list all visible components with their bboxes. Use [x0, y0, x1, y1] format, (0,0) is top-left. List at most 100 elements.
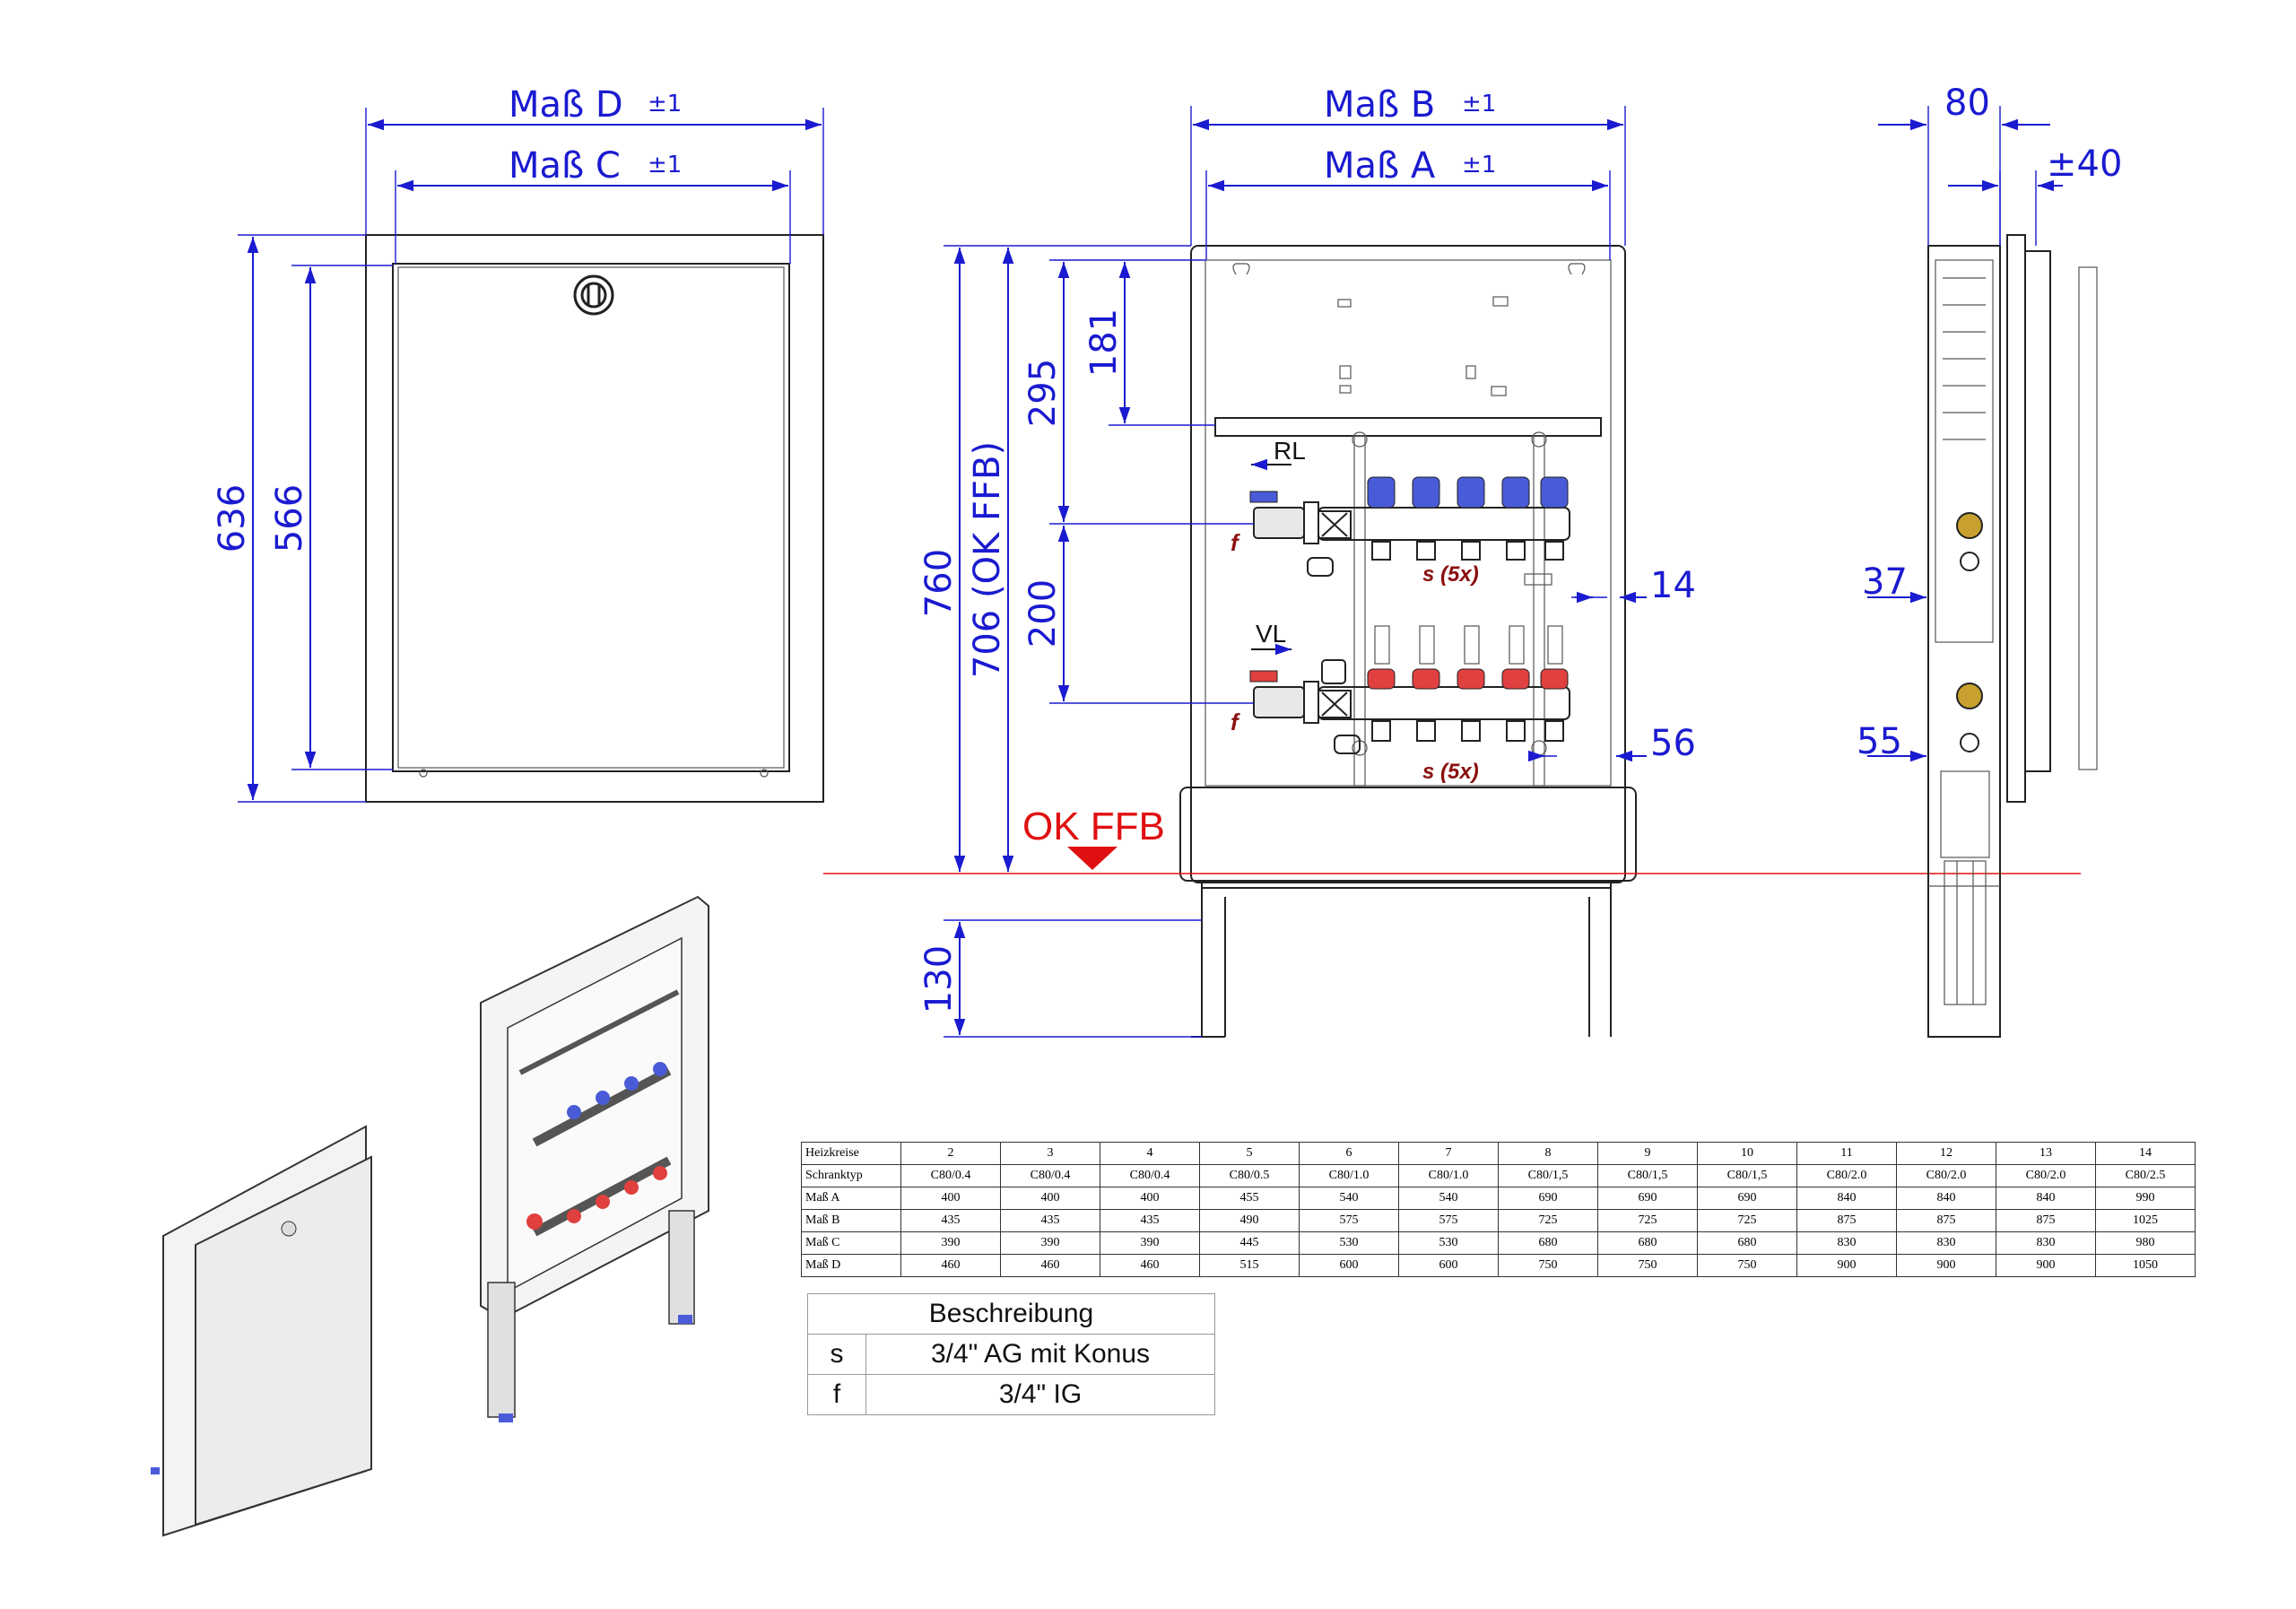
description-table: Beschreibung s 3/4" AG mit Konus f 3/4" …: [807, 1293, 1215, 1415]
table-cell: 725: [1498, 1209, 1598, 1232]
table-cell: 530: [1398, 1231, 1499, 1255]
table-row: s 3/4" AG mit Konus: [807, 1334, 1215, 1375]
table-cell: 680: [1597, 1231, 1698, 1255]
table-cell: 460: [1100, 1254, 1200, 1277]
table-row: Maß B 435 435 435 490 575 575 725 725 72…: [801, 1209, 2196, 1232]
table-cell: 7: [1398, 1142, 1499, 1165]
table-cell: 840: [1996, 1187, 2096, 1210]
table-cell: 435: [1100, 1209, 1200, 1232]
table-cell: 750: [1697, 1254, 1797, 1277]
dim-a-label: Maß A: [1324, 145, 1436, 187]
side-view: [1867, 106, 2098, 1038]
table-cell: 9: [1597, 1142, 1698, 1165]
dim-40: ±40: [2047, 144, 2122, 185]
table-cell: C80/0.5: [1199, 1164, 1300, 1187]
table-cell: C80/1,5: [1498, 1164, 1598, 1187]
dim-80: 80: [1944, 83, 1990, 124]
dim-200: 200: [1022, 579, 1064, 648]
table-row: Maß C 390 390 390 445 530 530 680 680 68…: [801, 1231, 2196, 1255]
return-valves: [1367, 476, 1569, 561]
dim-a-tolerance: ±1: [1462, 152, 1496, 178]
table-cell: C80/2.0: [1996, 1164, 2096, 1187]
description-value: 3/4" AG mit Konus: [865, 1334, 1215, 1375]
table-cell: 11: [1796, 1142, 1897, 1165]
table-cell: C80/0.4: [900, 1164, 1001, 1187]
table-cell: 725: [1697, 1209, 1797, 1232]
table-cell: 445: [1199, 1231, 1300, 1255]
table-cell: 390: [900, 1231, 1001, 1255]
table-cell: C80/2.0: [1896, 1164, 1996, 1187]
table-cell: 1025: [2095, 1209, 2196, 1232]
dim-14: 14: [1650, 565, 1696, 606]
table-cell: 840: [1896, 1187, 1996, 1210]
table-cell: 690: [1697, 1187, 1797, 1210]
table-row: Schranktyp C80/0.4 C80/0.4 C80/0.4 C80/0…: [801, 1164, 2196, 1187]
table-cell: C80/1,5: [1597, 1164, 1698, 1187]
dim-55: 55: [1857, 721, 1902, 762]
f-label-supply: f: [1231, 709, 1240, 735]
spec-table: Heizkreise 2 3 4 5 6 7 8 9 10 11 12 13 1…: [801, 1142, 2196, 1277]
table-cell: 400: [900, 1187, 1001, 1210]
table-cell: 460: [900, 1254, 1001, 1277]
table-cell: 540: [1299, 1187, 1399, 1210]
table-cell: 575: [1299, 1209, 1399, 1232]
table-cell: 875: [1996, 1209, 2096, 1232]
s-label-supply: s (5x): [1422, 760, 1479, 784]
table-cell: 2: [900, 1142, 1001, 1165]
description-title: Beschreibung: [807, 1293, 1215, 1335]
table-cell: 690: [1597, 1187, 1698, 1210]
rl-label: RL: [1274, 437, 1306, 465]
middle-view: [823, 106, 2081, 1038]
table-cell: 690: [1498, 1187, 1598, 1210]
dim-130: 130: [918, 945, 960, 1013]
table-cell: 490: [1199, 1209, 1300, 1232]
table-cell: 530: [1299, 1231, 1399, 1255]
table-cell: 725: [1597, 1209, 1698, 1232]
table-cell: 680: [1498, 1231, 1598, 1255]
ok-ffb-label: OK FFB: [1022, 804, 1165, 848]
table-cell: 540: [1398, 1187, 1499, 1210]
table-cell: 750: [1498, 1254, 1598, 1277]
table-row: Maß D 460 460 460 515 600 600 750 750 75…: [801, 1254, 2196, 1277]
table-cell: 840: [1796, 1187, 1897, 1210]
table-cell: 3: [1000, 1142, 1100, 1165]
table-cell: 6: [1299, 1142, 1399, 1165]
table-cell: 12: [1896, 1142, 1996, 1165]
table-cell: 750: [1597, 1254, 1698, 1277]
table-cell: 900: [1996, 1254, 2096, 1277]
table-cell: 455: [1199, 1187, 1300, 1210]
table-cell: Schranktyp: [801, 1164, 901, 1187]
dim-181: 181: [1083, 309, 1125, 377]
table-row: Maß A 400 400 400 455 540 540 690 690 69…: [801, 1187, 2196, 1210]
dim-b-label: Maß B: [1324, 84, 1435, 126]
table-cell: C80/0.4: [1000, 1164, 1100, 1187]
table-cell: 435: [900, 1209, 1001, 1232]
table-cell: 4: [1100, 1142, 1200, 1165]
table-cell: 5: [1199, 1142, 1300, 1165]
dim-706-ok-ffb: 706 (OK FFB): [967, 441, 1008, 678]
dim-b-tolerance: ±1: [1462, 91, 1496, 117]
s-label-return: s (5x): [1422, 562, 1479, 587]
table-cell: 900: [1896, 1254, 1996, 1277]
description-value: 3/4" IG: [865, 1374, 1215, 1415]
table-cell: Maß D: [801, 1254, 901, 1277]
table-cell: 990: [2095, 1187, 2196, 1210]
table-cell: C80/1.0: [1398, 1164, 1499, 1187]
dim-c-label: Maß C: [509, 145, 621, 187]
description-key: f: [807, 1374, 866, 1415]
isometric-cabinet-view: [480, 895, 709, 1422]
table-cell: Maß B: [801, 1209, 901, 1232]
supply-valves: [1367, 625, 1569, 742]
table-cell: 875: [1896, 1209, 1996, 1232]
dim-c-tolerance: ±1: [648, 152, 682, 178]
floor-marker-icon: [1067, 847, 1118, 870]
isometric-door-view: [151, 1125, 372, 1537]
table-cell: C80/0.4: [1100, 1164, 1200, 1187]
dim-760: 760: [918, 549, 960, 617]
dim-d-tolerance: ±1: [648, 91, 682, 117]
table-cell: 390: [1000, 1231, 1100, 1255]
dim-d-label: Maß D: [509, 84, 623, 126]
description-key: s: [807, 1334, 866, 1375]
dim-37: 37: [1862, 561, 1908, 603]
table-cell: 460: [1000, 1254, 1100, 1277]
